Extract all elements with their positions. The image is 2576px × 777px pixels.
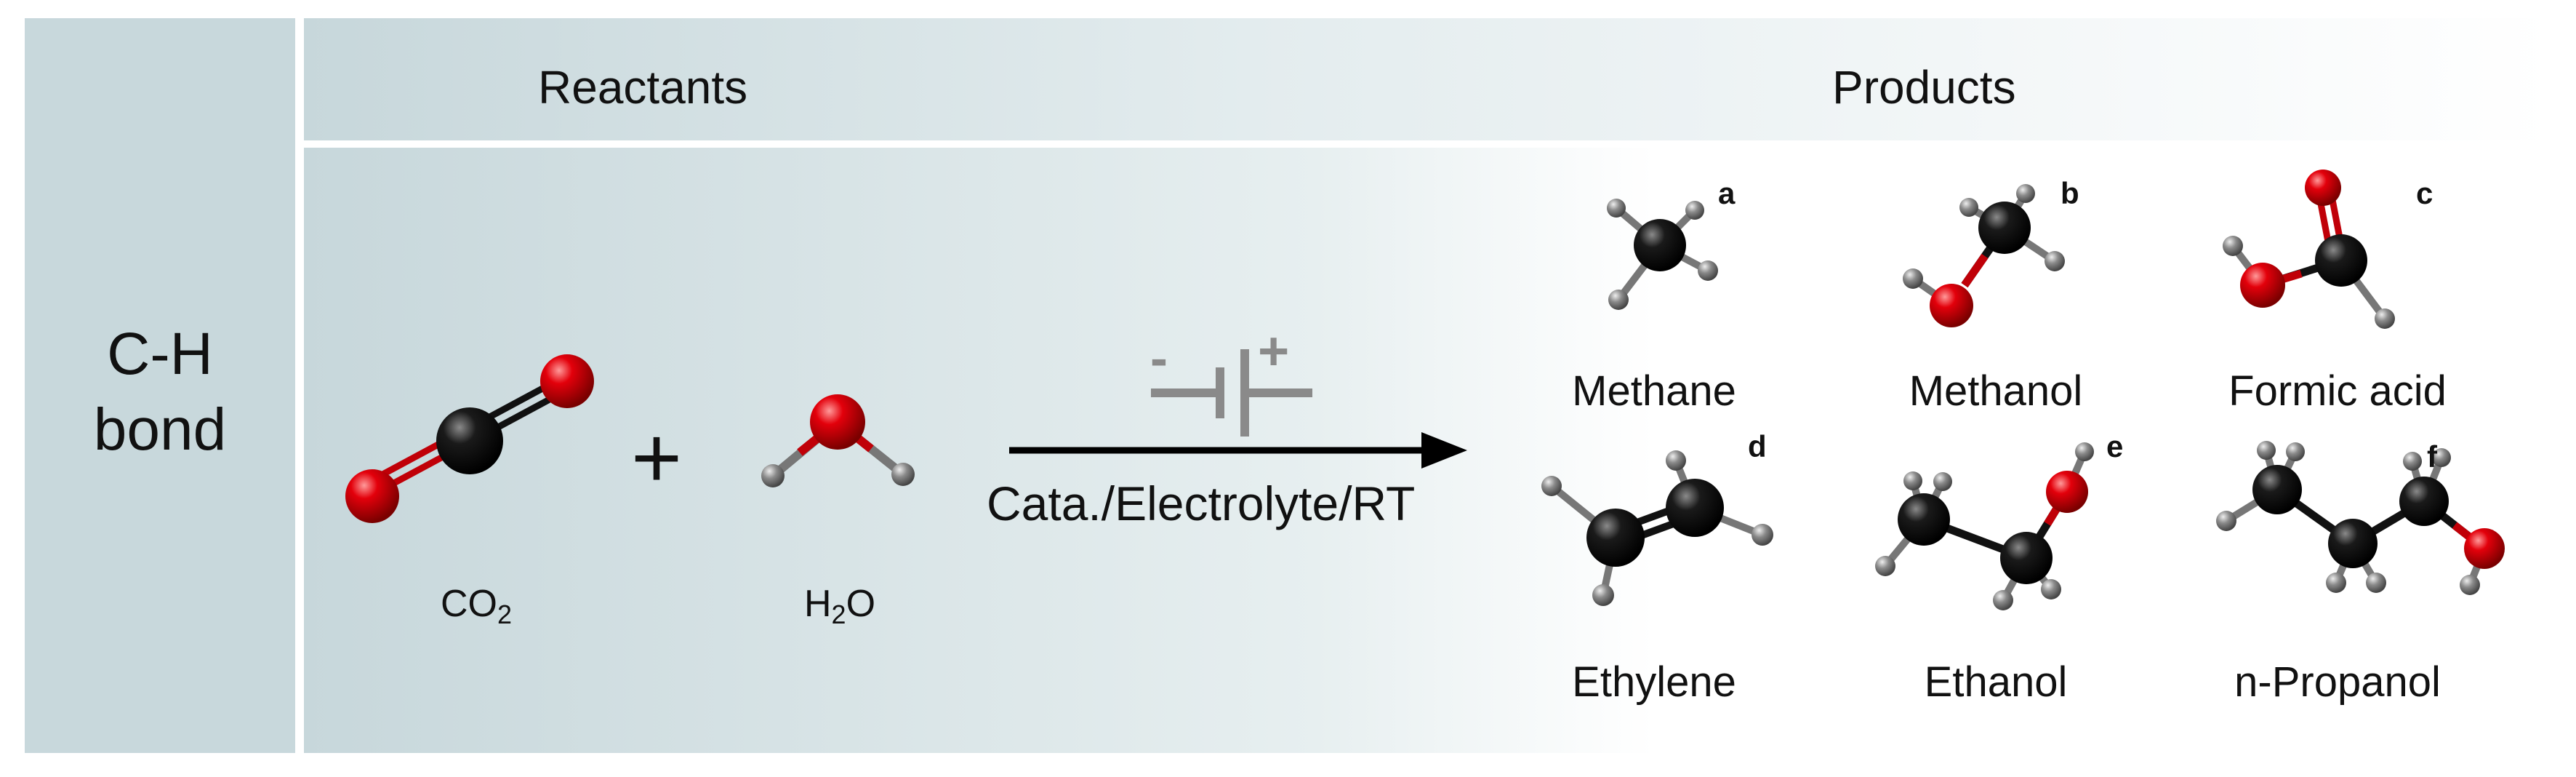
plus-sign: + bbox=[631, 409, 683, 506]
reaction-conditions: Cata./Electrolyte/RT bbox=[987, 477, 1416, 530]
formic-acid-molecule bbox=[2223, 170, 2395, 329]
product-name-ethylene: Ethylene bbox=[1572, 658, 1736, 706]
co2-label-sub: 2 bbox=[497, 599, 513, 629]
product-name-n-propanol: n-Propanol bbox=[2234, 658, 2441, 706]
h2o-label: H2O bbox=[767, 582, 912, 630]
side-label: C-H bond bbox=[25, 316, 295, 468]
n-propanol-molecule bbox=[2216, 441, 2505, 595]
product-letter-f: f bbox=[2427, 439, 2437, 474]
product-letter-c: c bbox=[2416, 176, 2433, 210]
side-label-line2: bond bbox=[93, 397, 227, 463]
product-name-ethanol: Ethanol bbox=[1924, 658, 2068, 706]
h2o-label-sub: 2 bbox=[831, 599, 846, 629]
product-name-methanol: Methanol bbox=[1909, 367, 2083, 415]
battery-plus-label: + bbox=[1258, 321, 1290, 381]
h2o-molecule bbox=[761, 394, 915, 487]
product-letter-a: a bbox=[1718, 176, 1736, 210]
ethanol-molecule bbox=[1875, 442, 2094, 610]
h2o-label-post: O bbox=[846, 583, 876, 625]
side-label-line1: C-H bbox=[107, 321, 213, 387]
side-panel: C-H bond bbox=[25, 18, 295, 753]
products-heading: Products bbox=[1832, 61, 2016, 113]
ethylene-molecule bbox=[1541, 450, 1773, 606]
h2o-label-pre: H bbox=[803, 583, 832, 625]
co2-label: CO2 bbox=[404, 582, 549, 630]
co2-label-base: CO bbox=[440, 583, 497, 625]
product-letter-b: b bbox=[2061, 176, 2079, 210]
reaction-arrow bbox=[1009, 432, 1467, 469]
methane-molecule bbox=[1607, 199, 1718, 310]
product-name-formic-acid: Formic acid bbox=[2228, 367, 2447, 415]
methanol-molecule bbox=[1903, 184, 2065, 327]
battery-minus-label: - bbox=[1150, 330, 1168, 388]
co2-molecule bbox=[345, 354, 594, 523]
header-band: Reactants Products bbox=[304, 18, 2554, 140]
product-letter-e: e bbox=[2106, 429, 2124, 463]
product-name-methane: Methane bbox=[1572, 367, 1736, 415]
reactants-heading: Reactants bbox=[538, 61, 748, 113]
product-letter-d: d bbox=[1748, 429, 1767, 463]
battery-icon bbox=[1151, 349, 1312, 437]
